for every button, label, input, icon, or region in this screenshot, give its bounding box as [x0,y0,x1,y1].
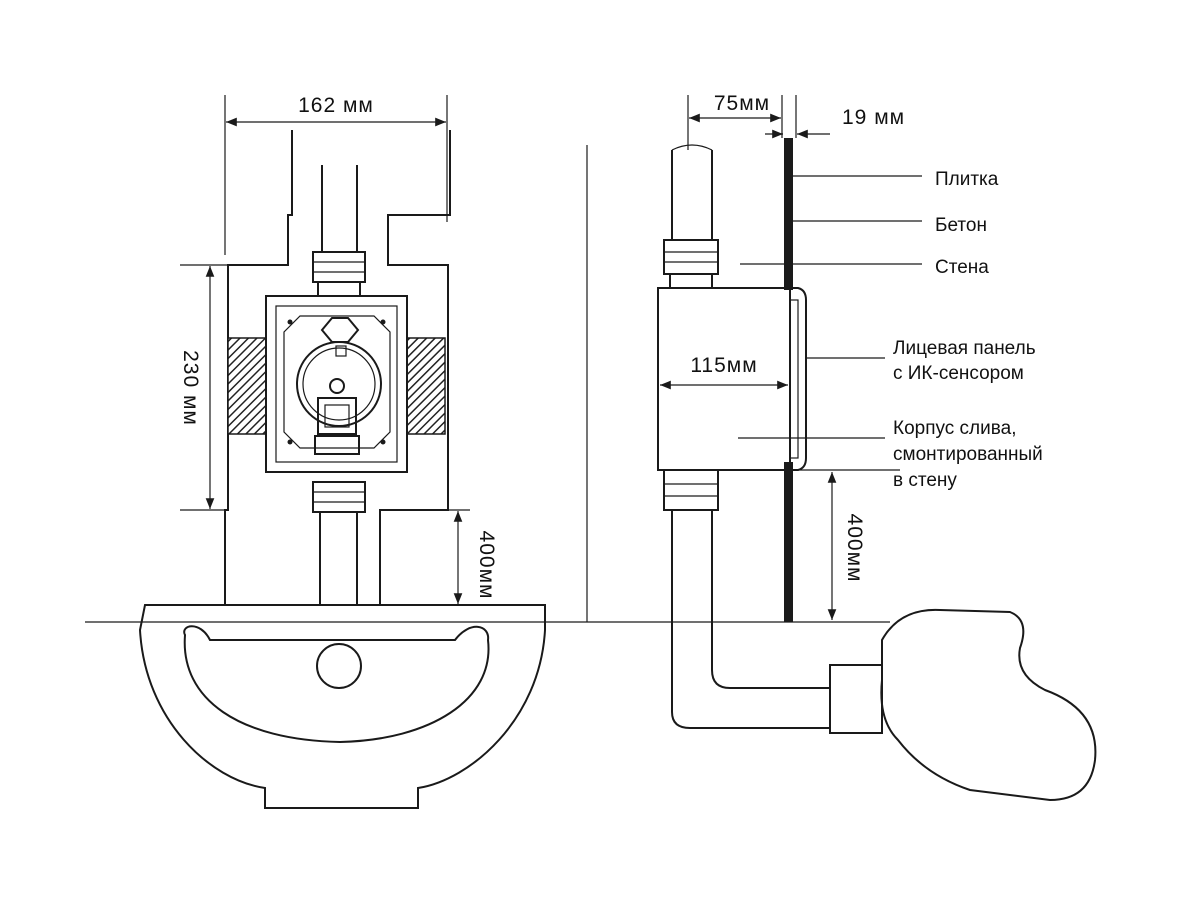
label-tile: Плитка [935,169,999,190]
label-panel-2: с ИК-сенсором [893,363,1024,384]
side-top-nut [663,239,719,275]
valve-box-outer [265,295,408,473]
tile-strip-bottom [784,462,793,622]
concrete-block-left [227,337,267,435]
face-panel [790,287,807,471]
solenoid-valve [296,341,382,427]
depth-dimension: 75мм [714,92,770,115]
tile-strip-top [784,138,793,290]
side-offset-dimension: 400мм [843,514,866,583]
side-top-collar [669,273,713,289]
side-top-pipe [671,150,713,240]
drain-pipe-inner [711,510,830,689]
height-dimension: 230 мм [179,350,202,426]
side-view: 75мм 19 мм 115мм 400мм Плитка Бетон Стен… [545,92,1097,802]
front-view: 162 мм 230 мм 400мм [85,94,546,809]
pipe-coupling [829,664,883,734]
side-bottom-nut [663,469,719,511]
width-dimension: 162 мм [298,94,374,117]
label-wall: Стена [935,257,989,278]
body-dimension: 115мм [690,354,757,377]
washbasin [138,604,546,809]
mount-plate [283,315,391,449]
drain-pipe-outer [671,510,830,729]
label-panel-1: Лицевая панель [893,338,1036,359]
drain-body [657,287,791,471]
waste-pipe [880,608,1097,802]
top-nut-collar [317,281,361,297]
lower-fitting [317,397,357,435]
outlet-stub [314,435,360,455]
washbasin-bowl [183,625,490,744]
bottom-nut [312,481,366,513]
top-nut [312,251,366,283]
panel-dimension: 19 мм [842,106,905,129]
label-body-1: Корпус слива, [893,418,1016,439]
valve-center [329,378,345,394]
drain-hole [316,643,362,689]
label-body-2: смонтированный [893,444,1043,465]
upper-hex-nut [320,317,360,343]
label-body-3: в стену [893,470,957,491]
front-offset-dimension: 400мм [475,531,498,600]
label-concrete: Бетон [935,215,987,236]
valve-box-inner [275,305,398,463]
concrete-block-right [406,337,446,435]
